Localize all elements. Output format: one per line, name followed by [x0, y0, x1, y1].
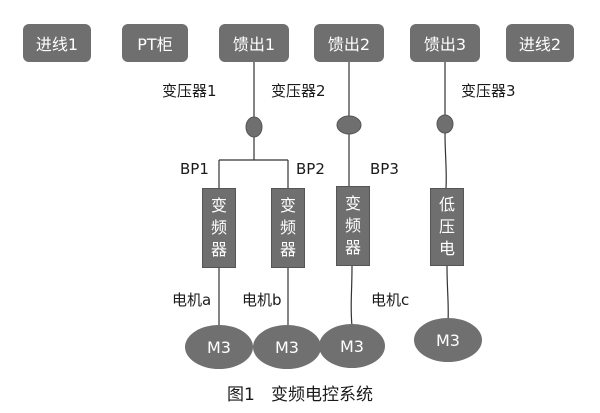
incoming-1-box: 进线1 [23, 24, 91, 62]
bp2-label: BP2 [296, 160, 325, 178]
vfd-3-motor-line [350, 265, 353, 327]
low-voltage-char-1: 低 [438, 195, 455, 214]
motor-c-label: 电机c [371, 291, 410, 309]
vfd-2-box: 变 频 器 [271, 188, 305, 268]
vfd-3-char-2: 频 [344, 216, 361, 235]
figure-title: 变频电控系统 [271, 385, 374, 405]
transformer-3-symbol [436, 114, 454, 134]
transformer-1-label: 变压器1 [162, 82, 217, 100]
motor-b-label: 电机b [242, 291, 282, 309]
pt-cabinet-box: PT柜 [122, 24, 188, 62]
transformer-2-symbol [336, 115, 362, 135]
figure-number: 图1 [226, 385, 255, 405]
motor-c: M3 [319, 324, 385, 368]
motor-b: M3 [253, 325, 321, 369]
vfd-1-box: 变 频 器 [202, 188, 236, 268]
transformer-3-label: 变压器3 [461, 82, 516, 100]
feeder-2-box: 馈出2 [314, 24, 384, 62]
low-voltage-char-2: 压 [438, 217, 455, 236]
bp3-label: BP3 [370, 160, 399, 178]
feeder-1-box: 馈出1 [219, 24, 289, 62]
vfd-3-box: 变 频 器 [336, 186, 370, 266]
transformer-1-symbol [245, 116, 263, 138]
feeder-3-box: 馈出3 [410, 24, 480, 62]
motor-a-label: 电机a [172, 291, 212, 309]
transformer-3-down-line [444, 132, 447, 189]
transformer-2-label: 变压器2 [271, 82, 326, 100]
bp1-label: BP1 [180, 160, 209, 178]
vfd-2-char-1: 变 [279, 196, 296, 215]
vfd-1-char-1: 变 [210, 196, 227, 215]
vfd-2-char-2: 频 [279, 218, 296, 237]
figure-caption: 图1 变频电控系统 [0, 380, 600, 405]
vfd-1-char-2: 频 [210, 218, 227, 237]
motor-low-voltage: M3 [414, 318, 482, 362]
vfd-2-char-3: 器 [279, 240, 296, 259]
low-voltage-char-3: 电 [438, 239, 455, 258]
incoming-2-box: 进线2 [506, 24, 574, 62]
vfd-3-char-3: 器 [344, 238, 361, 257]
motor-a: M3 [185, 325, 253, 369]
vfd-1-char-3: 器 [210, 240, 227, 259]
low-voltage-motor-line [446, 265, 449, 323]
low-voltage-box: 低 压 电 [430, 188, 464, 266]
vfd-3-char-1: 变 [344, 194, 361, 213]
